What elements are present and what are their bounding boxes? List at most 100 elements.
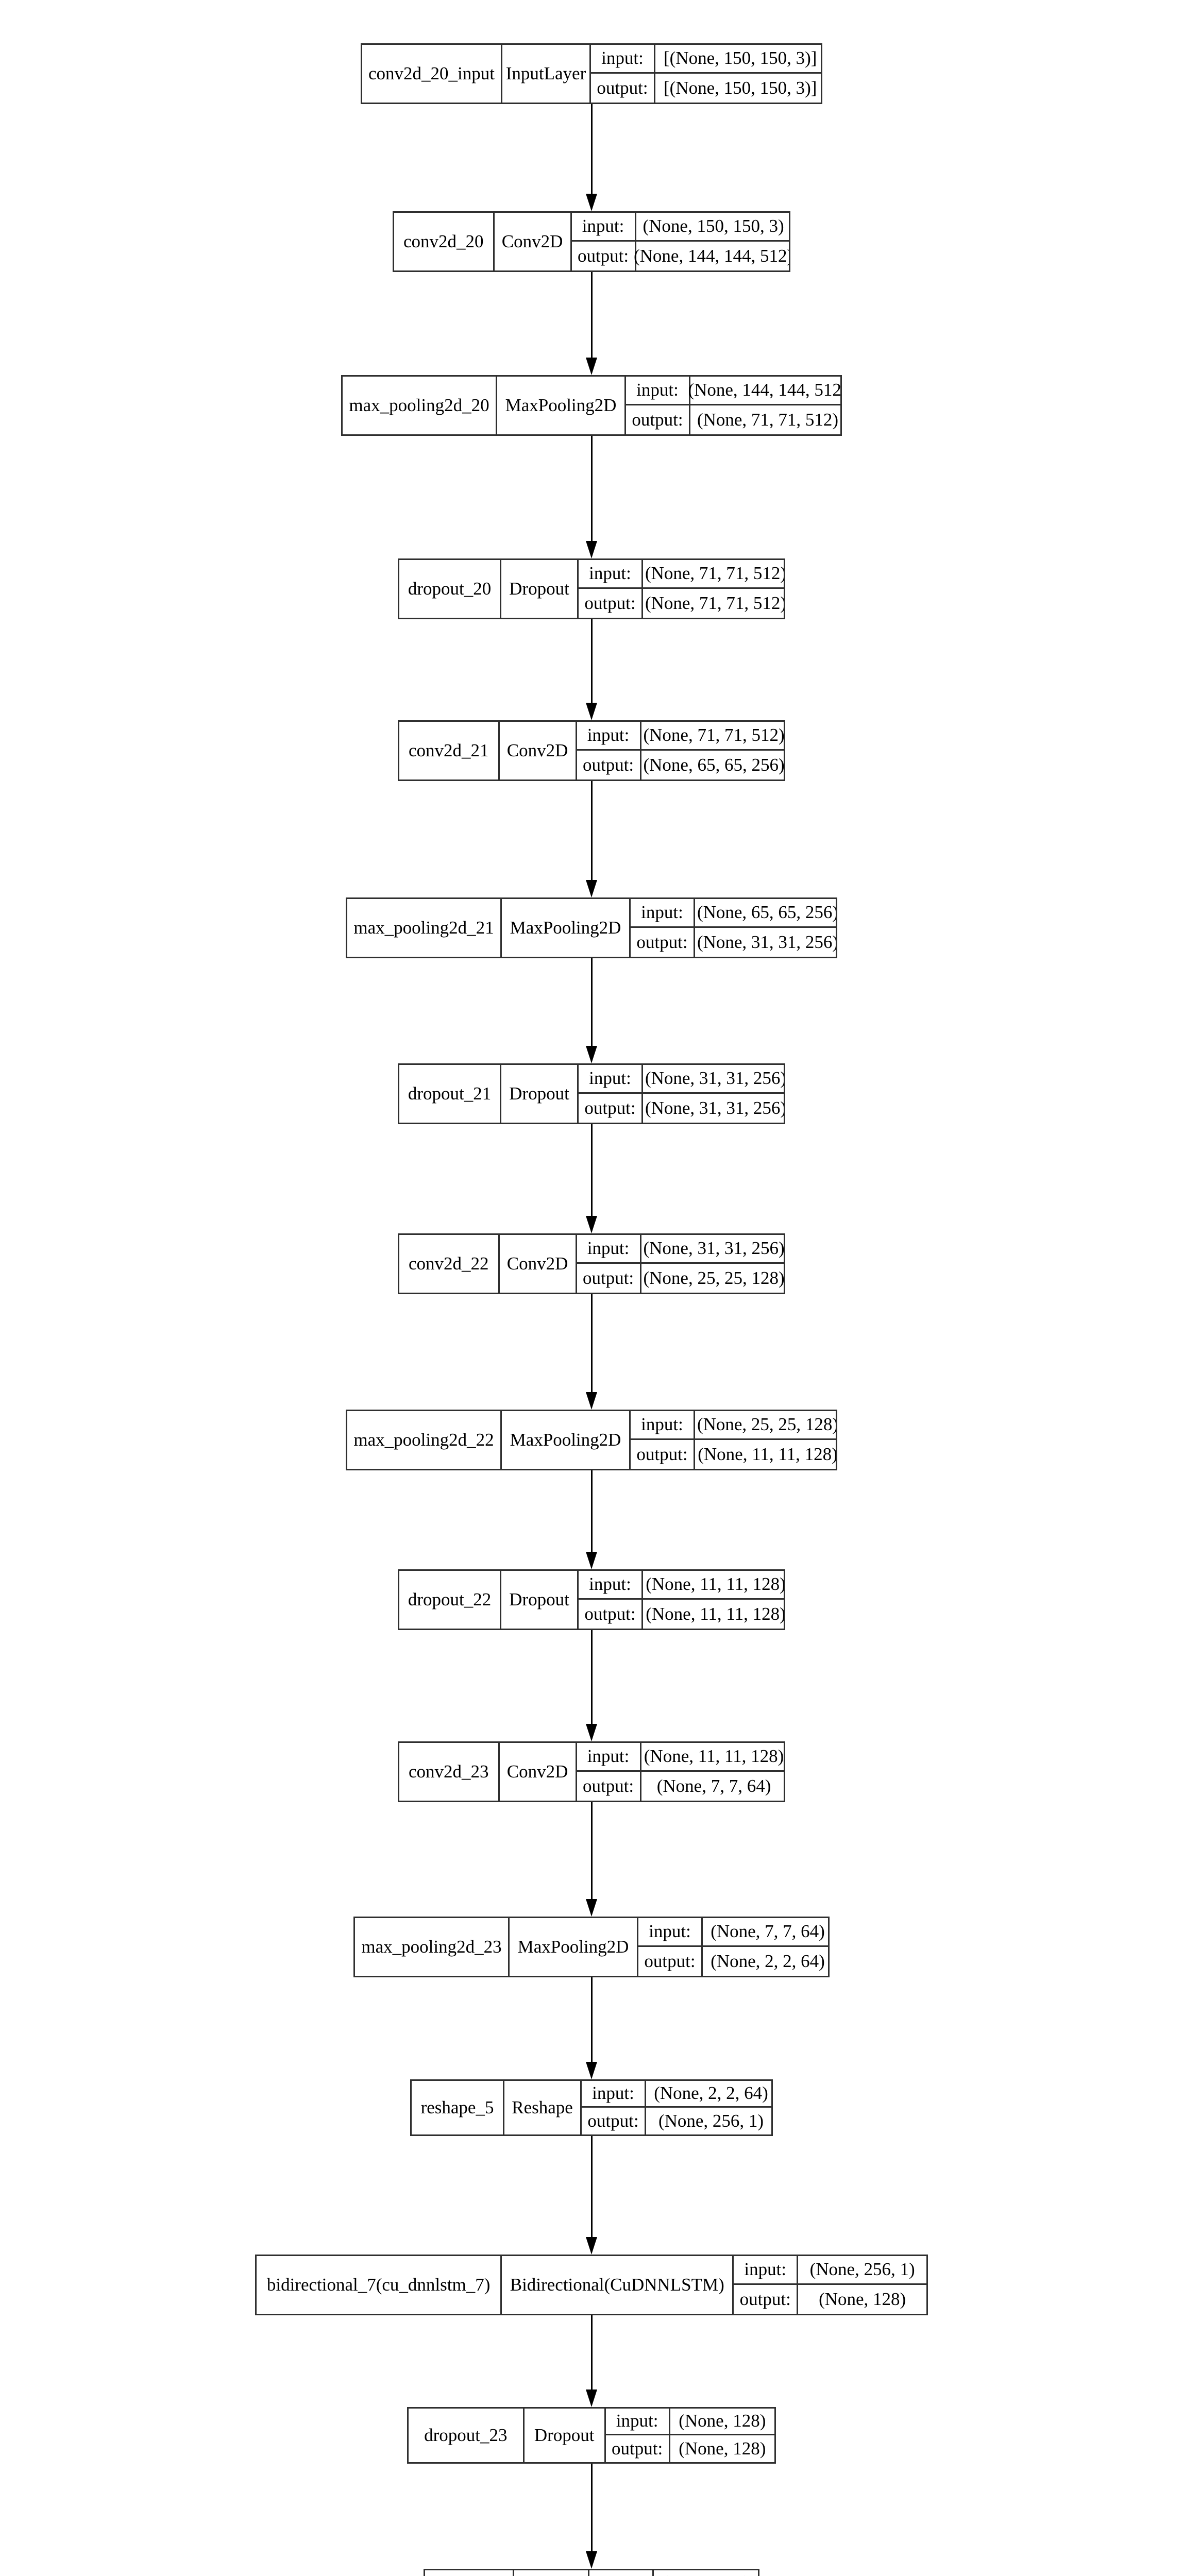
output-shape: (None, 65, 65, 256) bbox=[643, 754, 785, 775]
input-label: input: bbox=[582, 2081, 645, 2108]
input-label: input: bbox=[577, 722, 640, 751]
io-shape-column: (None, 31, 31, 256) (None, 25, 25, 128) bbox=[641, 1235, 785, 1293]
output-shape: (None, 7, 7, 64) bbox=[656, 1775, 771, 1796]
input-label: input: bbox=[577, 1235, 640, 1264]
output-shape: (None, 25, 25, 128) bbox=[643, 1267, 785, 1288]
arrow-head-icon bbox=[586, 2551, 597, 2569]
layer-name: max_pooling2d_21 bbox=[347, 899, 502, 957]
arrow-head-icon bbox=[586, 358, 597, 375]
input-shape: (None, 25, 25, 128) bbox=[695, 1411, 836, 1440]
output-label: output: bbox=[612, 2438, 663, 2459]
input-shape: (None, 128) bbox=[670, 2409, 774, 2435]
io-shape-column: (None, 128)(None, 128) bbox=[670, 2409, 774, 2462]
arrow-head-icon bbox=[586, 1552, 597, 1569]
edge-shaft bbox=[590, 436, 593, 543]
edge-shaft bbox=[590, 1470, 593, 1554]
output-shape: (None, 144, 144, 512) bbox=[633, 245, 790, 266]
io-label-column: input:output: bbox=[577, 722, 641, 779]
output-label: output: bbox=[584, 592, 636, 613]
input-shape: (None, 128) bbox=[654, 2570, 758, 2576]
layer-name: conv2d_21 bbox=[399, 722, 500, 779]
input-label: input: bbox=[589, 2570, 652, 2576]
layer-type: MaxPooling2D bbox=[510, 1918, 638, 1976]
layer-name: max_pooling2d_22 bbox=[347, 1411, 502, 1469]
layer-name: bidirectional_7(cu_dnnlstm_7) bbox=[257, 2256, 502, 2314]
io-shape-column: (None, 7, 7, 64)(None, 2, 2, 64) bbox=[703, 1918, 828, 1976]
input-label: input: bbox=[571, 213, 635, 242]
edge-shaft bbox=[590, 619, 593, 705]
io-label-column: input:output: bbox=[579, 560, 643, 618]
edge-shaft bbox=[590, 781, 593, 882]
io-label-column: input:output: bbox=[631, 1411, 695, 1469]
input-shape: (None, 31, 31, 256) bbox=[643, 1065, 784, 1094]
arrow-head-icon bbox=[586, 2389, 597, 2407]
output-label: output: bbox=[582, 1775, 634, 1796]
arrow-head-icon bbox=[586, 1899, 597, 1917]
edge-shaft bbox=[590, 1124, 593, 1218]
edge-shaft bbox=[590, 958, 593, 1048]
layer-name: conv2d_22 bbox=[399, 1235, 500, 1293]
input-label: input: bbox=[579, 1571, 641, 1600]
arrow-head-icon bbox=[586, 1046, 597, 1063]
io-label-column: input:output: bbox=[577, 1235, 641, 1293]
output-label: output: bbox=[632, 409, 683, 430]
output-label: output: bbox=[644, 1951, 696, 1971]
layer-type: Dropout bbox=[501, 1571, 579, 1629]
arrow-head-icon bbox=[586, 2062, 597, 2079]
input-label: input: bbox=[577, 1743, 640, 1772]
io-shape-column: (None, 144, 144, 512)(None, 71, 71, 512) bbox=[688, 377, 840, 434]
io-shape-column: (None, 31, 31, 256)(None, 31, 31, 256) bbox=[643, 1065, 784, 1123]
layer-type: Dropout bbox=[501, 560, 579, 618]
io-shape-column: (None, 71, 71, 512) (None, 65, 65, 256) bbox=[641, 722, 785, 779]
arrow-head-icon bbox=[586, 880, 597, 897]
input-shape: (None, 150, 150, 3) bbox=[636, 213, 789, 242]
output-label: output: bbox=[597, 77, 648, 98]
arrow-head-icon bbox=[586, 1724, 597, 1741]
edge-shaft bbox=[590, 2136, 593, 2239]
io-shape-column: (None, 2, 2, 64)(None, 256, 1) bbox=[646, 2081, 771, 2134]
output-shape: (None, 11, 11, 128) bbox=[698, 1444, 837, 1464]
edge-shaft bbox=[590, 1802, 593, 1901]
io-label-column: input:output: bbox=[591, 45, 655, 103]
layer-type: MaxPooling2D bbox=[502, 899, 631, 957]
output-shape: [(None, 150, 150, 3)] bbox=[664, 77, 817, 98]
layer-type: MaxPooling2D bbox=[502, 1411, 631, 1469]
io-shape-column: (None, 128)(None, 128) bbox=[654, 2570, 758, 2576]
io-shape-column: (None, 11, 11, 128)(None, 11, 11, 128) bbox=[643, 1571, 785, 1629]
input-shape: (None, 71, 71, 512) bbox=[641, 722, 784, 751]
input-label: input: bbox=[638, 1918, 701, 1947]
arrow-head-icon bbox=[586, 703, 597, 720]
layer-type: Conv2D bbox=[500, 1235, 577, 1293]
io-label-column: input:output: bbox=[605, 2409, 670, 2462]
input-shape: (None, 144, 144, 512) bbox=[688, 377, 840, 405]
input-shape: (None, 31, 31, 256) bbox=[641, 1235, 784, 1264]
output-shape: (None, 31, 31, 256) bbox=[697, 931, 837, 952]
io-shape-column: (None, 65, 65, 256)(None, 31, 31, 256) bbox=[695, 899, 837, 957]
io-label-column: input:output: bbox=[582, 2081, 646, 2134]
io-shape-column: (None, 11, 11, 128)(None, 7, 7, 64) bbox=[641, 1743, 784, 1801]
layer-name: dropout_20 bbox=[399, 560, 501, 618]
output-label: output: bbox=[636, 1444, 688, 1464]
io-shape-column: (None, 25, 25, 128) (None, 11, 11, 128) bbox=[695, 1411, 837, 1469]
io-label-column: input:output: bbox=[571, 213, 636, 270]
layer-name: conv2d_20 bbox=[394, 213, 495, 270]
layer-name: max_pooling2d_20 bbox=[343, 377, 497, 434]
layer-name: conv2d_23 bbox=[399, 1743, 500, 1801]
arrow-head-icon bbox=[586, 2237, 597, 2255]
io-label-column: input:output: bbox=[579, 1065, 643, 1123]
arrow-head-icon bbox=[586, 1216, 597, 1233]
layer-name: dropout_22 bbox=[399, 1571, 501, 1629]
output-shape: (None, 11, 11, 128) bbox=[646, 1603, 785, 1624]
output-shape: (None, 128) bbox=[819, 2289, 906, 2309]
input-label: input: bbox=[734, 2256, 797, 2285]
